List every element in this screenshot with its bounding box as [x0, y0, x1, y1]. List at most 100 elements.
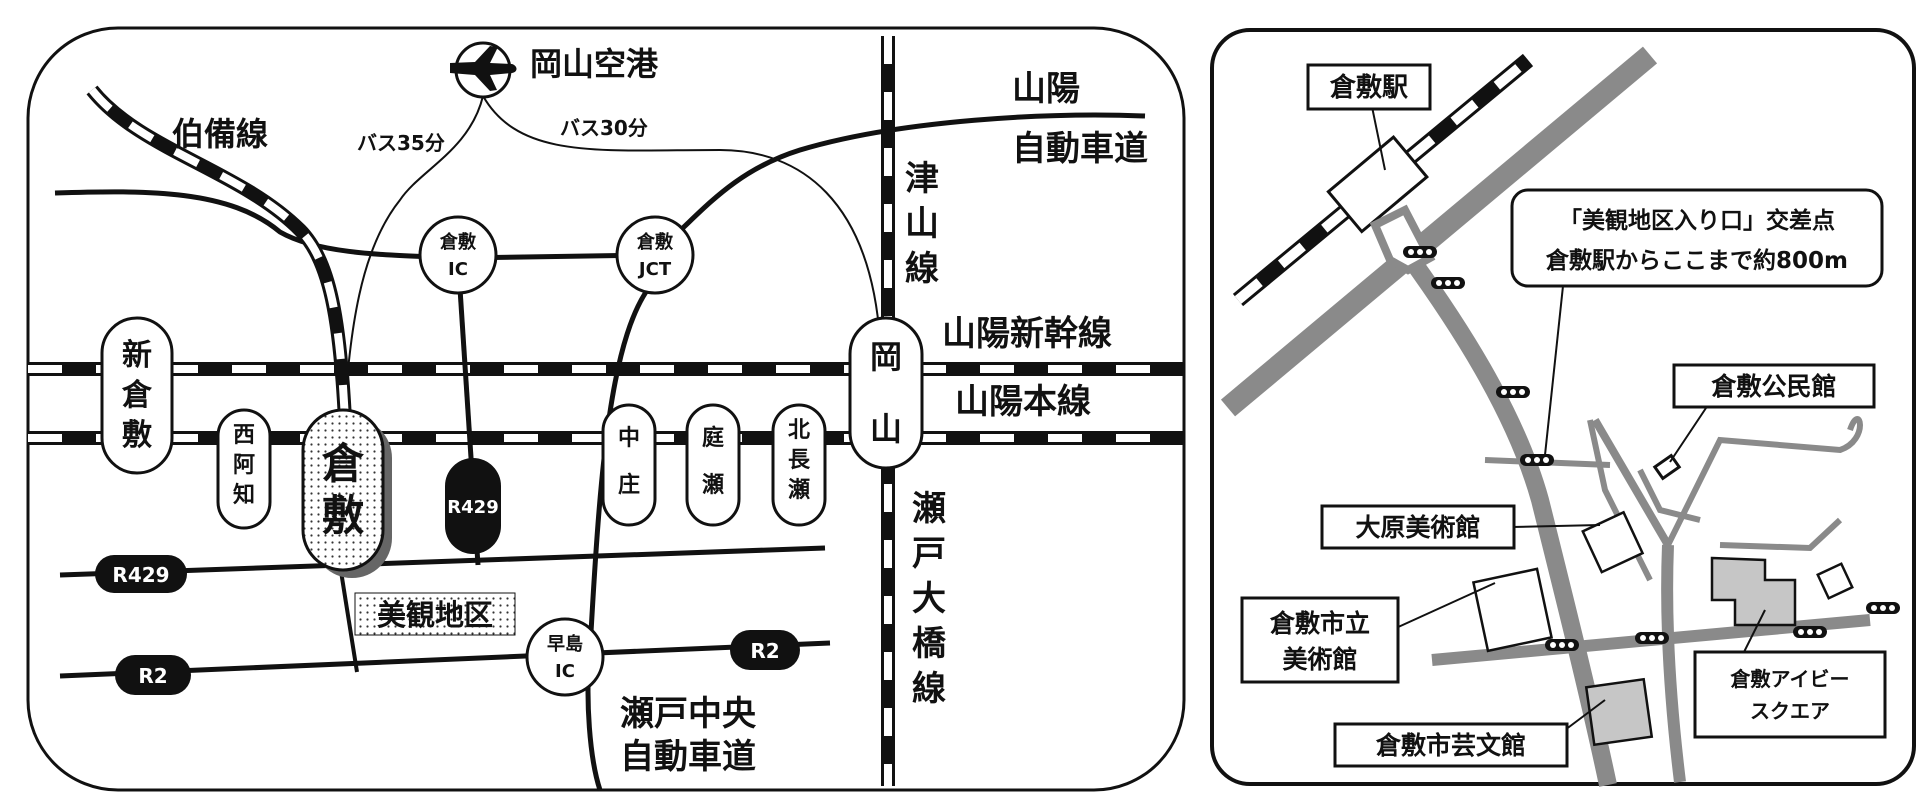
sanyo-expressway-label-2: 自動車道: [1012, 129, 1148, 169]
station-kitanagase: [771, 403, 827, 527]
hakubi-line-stripes: [88, 87, 349, 421]
callout-box: [1510, 188, 1884, 288]
kurashiki-jct-label-1: 倉敷: [636, 231, 674, 253]
geibunkan-building: [1584, 677, 1654, 747]
ohara-label: 大原美術館: [1355, 513, 1480, 542]
bikan-access-road: [338, 564, 359, 673]
geibunkan-label-box: [1333, 722, 1569, 768]
station-kurashiki-char-1: 倉: [321, 439, 365, 488]
sanyo-expressway-label-1: 山陽: [1012, 69, 1080, 109]
station-okayama-char-2: 山: [870, 410, 902, 448]
city-museum-building: [1471, 567, 1554, 653]
station-shin-kurashiki-char-2: 倉: [121, 378, 153, 413]
city-museum-label-box: [1240, 596, 1400, 684]
seto-ohashi-line-char-2: 戸: [912, 534, 946, 574]
kurashiki-jct-marker: [615, 215, 695, 295]
station-label-box: [1306, 63, 1432, 111]
ivy-square-annex: [1816, 562, 1854, 600]
station-okayama-char-1: 岡: [870, 338, 902, 376]
tsuyama-line-char-2: 山: [905, 204, 939, 244]
seto-ohashi-line-char-3: 大: [912, 579, 946, 619]
station-nishiachi-char-1: 西: [233, 423, 255, 448]
r429-badge-vertical-label: R429: [447, 497, 498, 518]
bus-30-label: バス30分: [560, 116, 648, 140]
seto-chuo-expressway-line: [585, 278, 657, 791]
station-niwase-char-1: 庭: [702, 425, 724, 451]
ohara-street: [1591, 417, 1672, 548]
shinkansen-label: 山陽新幹線: [942, 314, 1112, 354]
station-kitanagase-char-1: 北: [788, 418, 810, 443]
signal-icon: [1431, 277, 1465, 289]
kominkan-building: [1652, 453, 1682, 481]
signal-icon: [1866, 602, 1900, 614]
kominkan-label-box: [1672, 363, 1876, 409]
station-kurashiki-char-2: 敷: [322, 491, 364, 540]
callout-line-2: 倉敷駅からここまで約800m: [1545, 247, 1848, 274]
leader-ohara: [1511, 524, 1601, 528]
bus-route-35: [343, 95, 484, 421]
callout-line-1: 「美観地区入り口」交差点: [1559, 207, 1835, 234]
station-nishiachi: [216, 408, 272, 530]
regional-map: 美観地区 岡山空港 伯備線 バス35分 バス30分 山陽 自動車道 津 山 線 …: [26, 26, 1186, 792]
seto-chuo-expressway-label-2: 自動車道: [620, 737, 756, 777]
city-museum-label-2: 美術館: [1282, 645, 1357, 674]
hayashima-ic-label-1: 早島: [547, 633, 583, 655]
ohara-museum-building: [1581, 510, 1645, 574]
station-nakasho-char-1: 中: [618, 426, 640, 451]
airport-label: 岡山空港: [530, 45, 659, 83]
r429-badge-left: [95, 555, 187, 593]
r2-badge-right-label: R2: [750, 639, 779, 663]
kurashiki-ic-label-2: IC: [448, 259, 468, 280]
bikan-district-area: [354, 592, 516, 636]
station-nakasho-char-2: 庄: [618, 472, 640, 498]
kurashiki-ic-label-1: 倉敷: [439, 231, 477, 253]
station-okayama: [848, 316, 924, 470]
station-niwase-char-2: 瀬: [702, 473, 724, 498]
tsuyama-line-char-1: 津: [905, 159, 939, 199]
diagonal-main-street: [1220, 46, 1658, 417]
signal-icon: [1793, 626, 1827, 638]
r2-badge-left: [115, 655, 191, 695]
alley-4: [1719, 517, 1843, 552]
r2-badge-right: [730, 630, 800, 670]
signal-icon: [1403, 246, 1437, 258]
station-nishiachi-char-3: 知: [233, 482, 255, 508]
signal-icon: [1545, 639, 1579, 651]
station-kurashiki: [301, 408, 385, 572]
seto-ohashi-line-char-1: 瀬: [912, 489, 946, 529]
ohara-label-box: [1320, 504, 1516, 550]
seto-ohashi-line-char-4: 橋: [912, 624, 946, 664]
tsuyama-line-char-3: 線: [905, 249, 939, 289]
leader-callout: [1544, 285, 1564, 456]
station-nakasho: [601, 403, 657, 527]
bus-35-label: バス35分: [357, 131, 445, 155]
city-museum-label-1: 倉敷市立: [1269, 609, 1370, 638]
main-line-label: 山陽本線: [955, 382, 1091, 422]
signal-icon: [1520, 454, 1554, 466]
station-niwase: [685, 403, 741, 527]
signal-icon: [1635, 632, 1669, 644]
r429-badge-vertical: [445, 458, 501, 554]
signal-icon: [1496, 386, 1530, 398]
hakubi-line-label: 伯備線: [172, 115, 268, 153]
bikan-district-label: 美観地区: [377, 598, 493, 632]
station-label: 倉敷駅: [1329, 72, 1408, 103]
geibunkan-label: 倉敷市芸文館: [1375, 731, 1526, 760]
kurashiki-jct-label-2: JCT: [637, 259, 672, 280]
east-street: [1661, 544, 1686, 783]
kurashiki-ic-marker: [418, 215, 498, 295]
ivy-square-label-2: スクエア: [1750, 699, 1830, 723]
ivy-square-label-box: [1693, 650, 1887, 739]
kominkan-label: 倉敷公民館: [1710, 372, 1836, 401]
station-nishiachi-char-2: 阿: [233, 453, 255, 478]
hayashima-ic-marker: [525, 617, 605, 697]
r429-badge-left-label: R429: [112, 563, 169, 587]
leader-geibunkan: [1564, 699, 1606, 731]
leader-city-museum: [1395, 582, 1496, 629]
station-building: [1326, 134, 1429, 234]
station-shin-kurashiki: [100, 316, 174, 475]
bus-route-30: [482, 95, 881, 341]
alley-3: [1637, 468, 1701, 523]
ivy-square-label-1: 倉敷アイビー: [1730, 667, 1850, 691]
